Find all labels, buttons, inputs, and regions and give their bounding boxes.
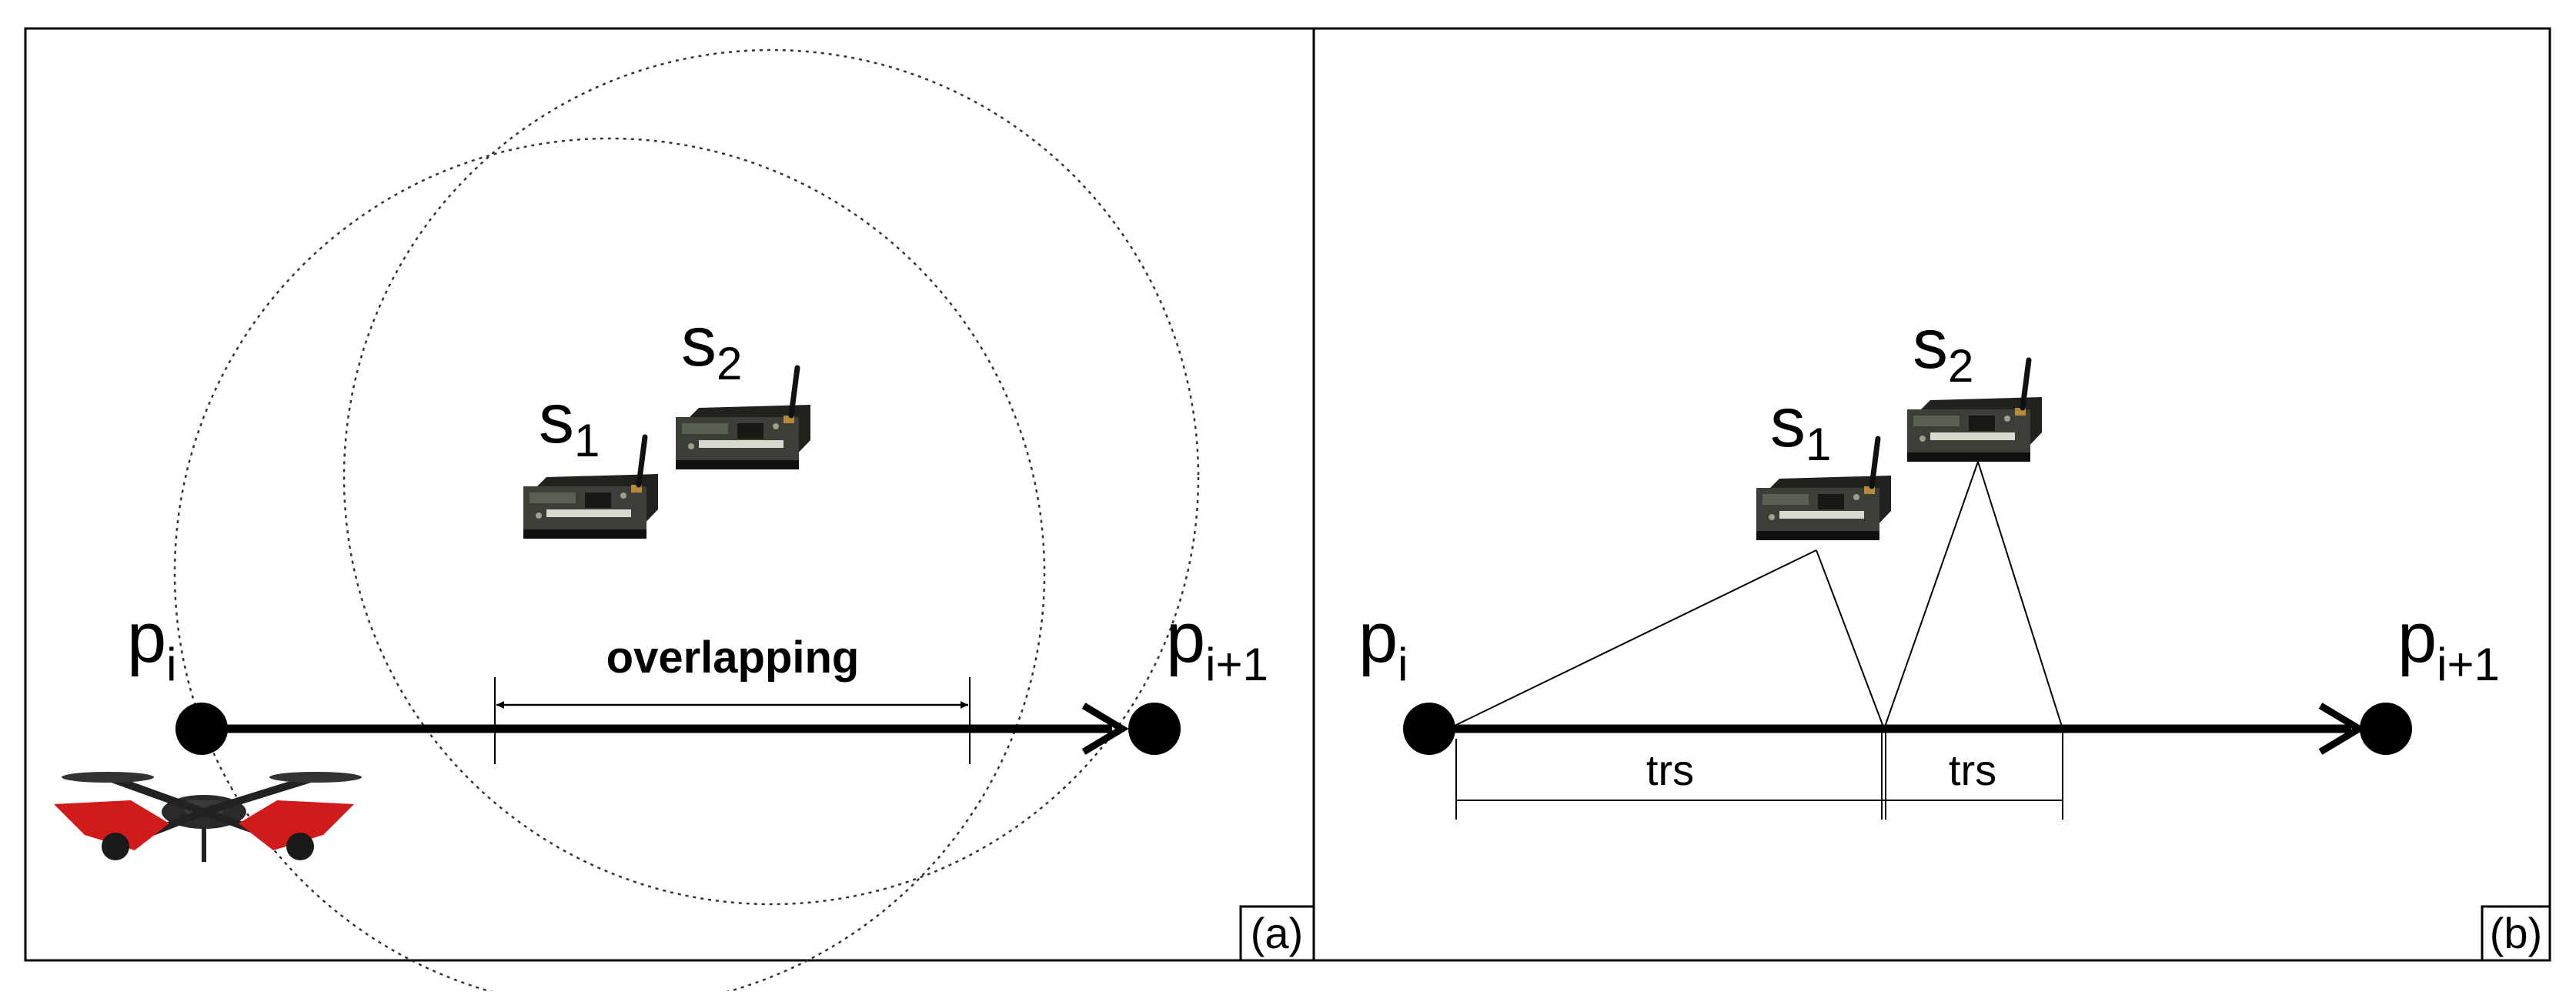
waypoint-end-b	[2360, 703, 2412, 755]
sensor-1-label-a: s1	[539, 379, 600, 466]
sight-line-s1-end	[1816, 549, 1885, 730]
coverage-circle-s1	[173, 137, 1046, 995]
end-point-label-a: pi+1	[1166, 599, 1268, 690]
panel-b: trs trs s1 s2 pi pi+1 (b)	[1358, 305, 2551, 962]
sensor-1-label-b: s1	[1770, 383, 1831, 470]
panel-tag-box-b	[2481, 905, 2551, 962]
panel-tag-box-a	[1239, 905, 1315, 962]
interval-2-label: trs	[1949, 746, 1996, 794]
panel-tag-a: (a)	[1251, 909, 1303, 957]
waypoint-start-a	[175, 703, 228, 755]
panel-tag-b: (b)	[2490, 909, 2542, 957]
sensor-2-label-b: s2	[1913, 305, 1973, 392]
sight-line-s2-start	[1883, 461, 1979, 730]
sensor-2-label-a: s2	[681, 302, 742, 389]
sight-line-s2-end	[1977, 461, 2063, 730]
sight-line-s1-start	[1455, 549, 1817, 726]
sensor-board-s2-a	[676, 368, 810, 469]
start-point-label-b: pi	[1358, 599, 1408, 690]
waypoint-end-a	[1128, 703, 1181, 755]
figure-frame	[24, 27, 2551, 962]
start-point-label-a: pi	[127, 599, 177, 690]
drone-icon	[54, 772, 362, 862]
path-arrowhead-a	[1081, 703, 1129, 755]
waypoint-start-b	[1403, 703, 1455, 755]
end-point-label-b: pi+1	[2397, 599, 2500, 690]
coverage-circle-s2	[342, 48, 1200, 906]
interval-1-label: trs	[1646, 746, 1694, 794]
path-arrowhead-b	[2318, 703, 2366, 755]
overlap-label: overlapping	[606, 633, 860, 683]
panel-a: overlapping s1 s2 pi pi+1 (a)	[54, 48, 1315, 995]
